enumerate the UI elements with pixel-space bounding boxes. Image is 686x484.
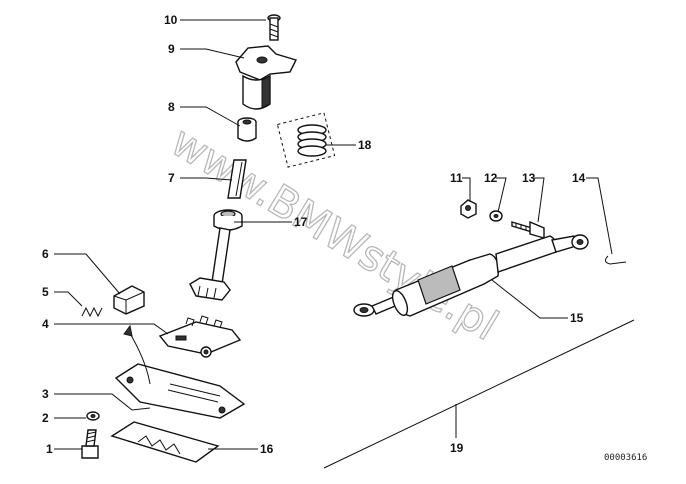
callout-17: 17 (294, 215, 308, 229)
callout-2: 2 (42, 411, 49, 425)
callout-1: 1 (46, 442, 53, 456)
part-9-bracket (235, 45, 297, 110)
callout-15: 15 (570, 311, 584, 325)
part-18-spring (276, 112, 336, 168)
part-14-clip (604, 255, 627, 265)
callout-6: 6 (42, 247, 49, 261)
callout-13: 13 (522, 171, 536, 185)
part-7-pin (227, 159, 247, 199)
callout-3: 3 (42, 387, 49, 401)
part-4-lever (158, 315, 242, 358)
callout-11: 11 (450, 171, 463, 185)
leader-lines (54, 19, 613, 450)
part-15-strut (353, 234, 589, 317)
part-13-bolt (511, 220, 545, 239)
callout-18: 18 (358, 138, 372, 152)
part-5-spring (81, 306, 103, 318)
part-17-shaft (189, 209, 243, 301)
part-10-screw (267, 14, 281, 41)
callout-labels: 10 9 8 7 17 18 6 5 4 3 2 1 16 11 12 13 1… (42, 13, 586, 456)
callout-9: 9 (168, 42, 175, 56)
callout-12: 12 (484, 171, 498, 185)
part-16-label (110, 421, 220, 463)
callout-8: 8 (168, 100, 175, 114)
callout-4: 4 (42, 317, 49, 331)
callout-7: 7 (168, 171, 175, 185)
callout-10: 10 (164, 13, 178, 27)
part-1-bolt (81, 429, 99, 459)
watermark: www.BMWstyle.pl (163, 117, 507, 350)
part-11-nut (460, 199, 477, 219)
callout-19: 19 (450, 441, 464, 455)
part-19-line (323, 319, 635, 469)
part-3-plate (114, 363, 246, 419)
callout-16: 16 (260, 442, 274, 456)
reference-number: 00003616 (604, 453, 647, 463)
part-2-washer (86, 411, 100, 421)
part-8-bushing (237, 117, 257, 142)
callout-14: 14 (572, 171, 586, 185)
callout-5: 5 (42, 285, 49, 299)
part-6-block (113, 285, 145, 315)
part-12-washer (489, 210, 503, 222)
